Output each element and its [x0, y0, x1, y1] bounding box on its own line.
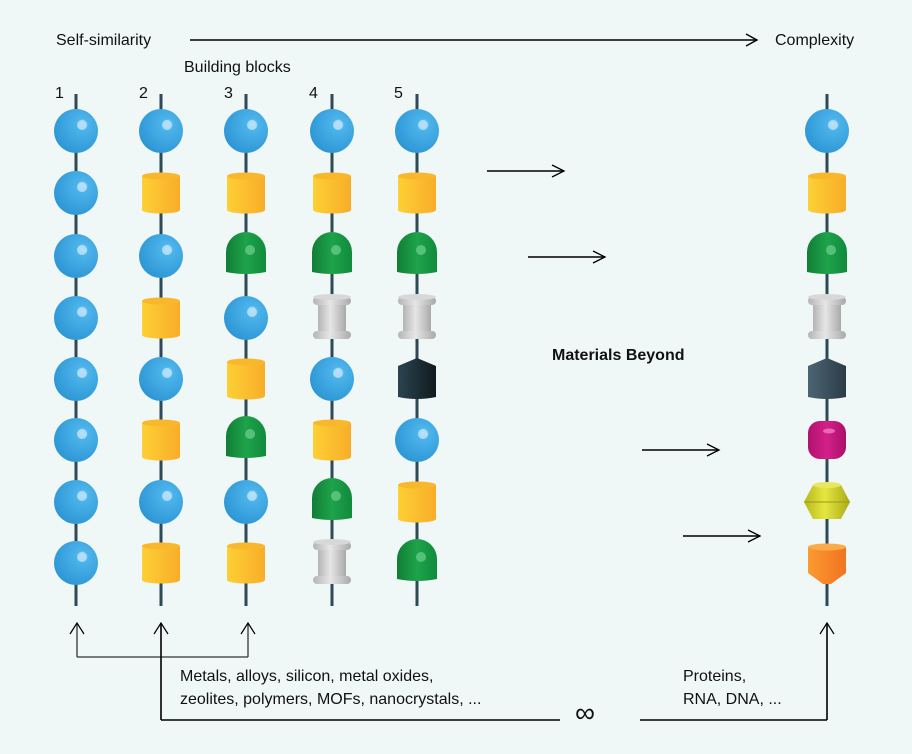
progression-arrows — [487, 164, 762, 543]
bead-sphere — [139, 357, 183, 401]
chain-5 — [395, 94, 439, 606]
bead-dome — [397, 232, 437, 274]
inorganic-materials-line2: zeolites, polymers, MOFs, nanocrystals, … — [180, 691, 482, 708]
bead-spool — [313, 294, 351, 339]
self-similarity-label: Self-similarity — [56, 32, 152, 49]
bead-chains — [54, 94, 850, 606]
infinity-symbol: ∞ — [575, 697, 595, 728]
bead-cylinder — [227, 542, 265, 584]
bead-dome — [226, 232, 266, 274]
inorganic-materials-line1: Metals, alloys, silicon, metal oxides, — [180, 668, 434, 685]
bead-dark — [398, 358, 436, 399]
column-number-3: 3 — [224, 85, 233, 102]
bead-dome — [312, 232, 352, 274]
bead-dome — [226, 416, 266, 458]
bead-sphere — [139, 480, 183, 524]
bead-cylinder — [227, 358, 265, 400]
bead-sphere — [310, 109, 354, 153]
bead-sphere — [395, 418, 439, 462]
bead-sphere — [805, 109, 849, 153]
bead-sphere — [139, 234, 183, 278]
complexity-label: Complexity — [775, 32, 855, 49]
bead-magenta — [808, 421, 846, 459]
bead-dome — [312, 478, 352, 520]
bead-cylinder — [313, 419, 351, 461]
bead-spool — [398, 294, 436, 339]
bead-sphere — [54, 418, 98, 462]
column-number-1: 1 — [55, 85, 64, 102]
bead-cylinder — [142, 419, 180, 461]
bead-sphere — [224, 296, 268, 340]
bead-cylinder — [142, 172, 180, 214]
bead-slate — [808, 358, 846, 399]
biological-materials-line1: Proteins, — [683, 668, 747, 685]
biological-materials-line2: RNA, DNA, ... — [683, 691, 782, 708]
chain-2 — [139, 94, 183, 606]
bead-spool — [808, 294, 846, 339]
bead-sphere — [54, 357, 98, 401]
bead-sphere — [54, 234, 98, 278]
bead-orange — [808, 543, 846, 584]
bead-dome — [397, 539, 437, 581]
complexity-axis-arrow — [190, 33, 759, 47]
bead-cylinder — [313, 172, 351, 214]
bead-cylinder — [808, 172, 846, 214]
progression-arrow — [642, 443, 721, 457]
bead-sphere — [54, 109, 98, 153]
column-number-4: 4 — [309, 85, 318, 102]
bead-sphere — [310, 357, 354, 401]
chain-3 — [224, 94, 268, 606]
progression-arrow — [487, 164, 566, 178]
bead-sphere — [139, 109, 183, 153]
bead-cylinder — [142, 542, 180, 584]
building-blocks-label: Building blocks — [184, 59, 291, 76]
bead-cylinder — [142, 297, 180, 339]
bead-sphere — [395, 109, 439, 153]
bead-dome — [807, 232, 847, 274]
chain-4 — [310, 94, 354, 606]
progression-arrow — [528, 250, 607, 264]
column-number-2: 2 — [139, 85, 148, 102]
bead-cylinder — [227, 172, 265, 214]
simple-materials-bracket — [69, 621, 560, 721]
materials-beyond-label: Materials Beyond — [552, 347, 685, 364]
bead-sphere — [54, 171, 98, 215]
bead-cylinder — [398, 172, 436, 214]
bead-sphere — [54, 541, 98, 585]
chain-1 — [54, 94, 98, 606]
progression-arrow — [683, 529, 762, 543]
chain-complex — [804, 94, 850, 606]
bead-sphere — [54, 296, 98, 340]
bead-cylinder — [398, 481, 436, 523]
bead-sphere — [54, 480, 98, 524]
bead-sphere — [224, 480, 268, 524]
bead-sphere — [224, 109, 268, 153]
column-number-5: 5 — [394, 85, 403, 102]
biological-materials-bracket — [640, 621, 835, 721]
bead-bicone — [804, 482, 850, 519]
bead-spool — [313, 539, 351, 584]
